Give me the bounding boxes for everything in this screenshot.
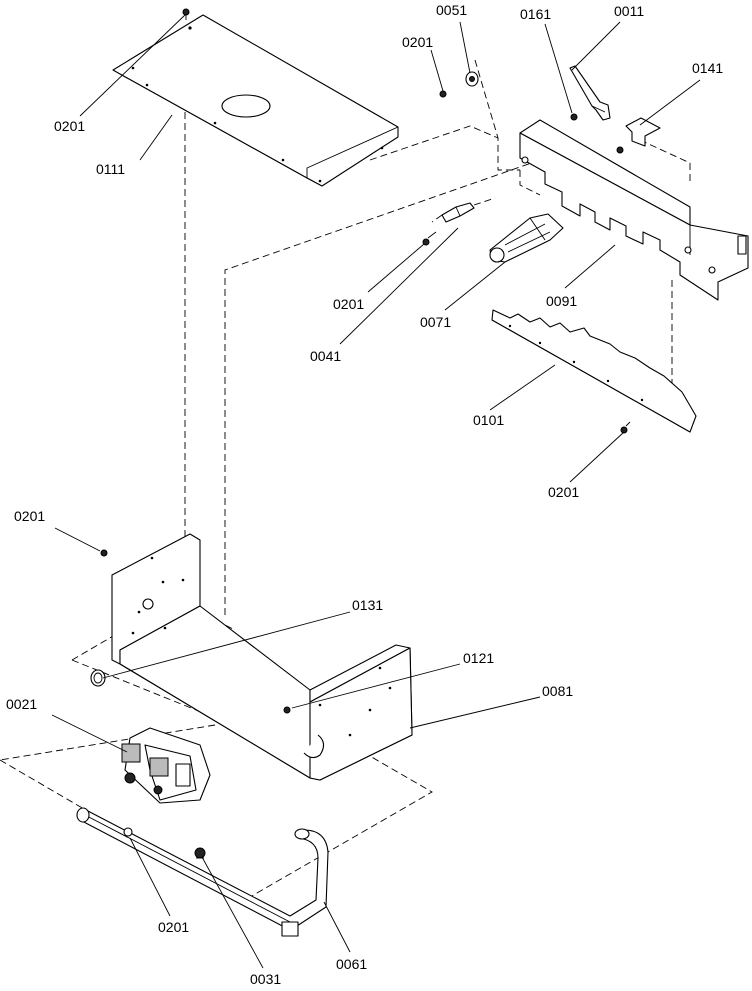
- part-labels: 0201 0111 0201 0051 0161 0011 0141 0201 …: [6, 2, 723, 987]
- screw-0161: [570, 113, 578, 121]
- leader-lines: [51, 13, 701, 969]
- label-0201-bottom: 0201: [158, 919, 189, 935]
- screw-0201-left: [100, 549, 108, 557]
- burner-bracket: [519, 119, 749, 301]
- label-0201-upper-mid: 0201: [402, 34, 433, 50]
- top-cover-panel: [112, 14, 399, 187]
- label-0091: 0091: [546, 293, 577, 309]
- label-0071: 0071: [420, 314, 451, 330]
- label-0201-left: 0201: [14, 508, 45, 524]
- label-0201-top: 0201: [54, 118, 85, 134]
- lower-chassis: [111, 533, 413, 781]
- screw-0201-center: [422, 231, 437, 246]
- bracket-clip-0141: [625, 117, 661, 147]
- label-0161: 0161: [520, 6, 551, 22]
- label-0011: 0011: [614, 3, 644, 19]
- gas-pipe-assembly: [76, 807, 329, 937]
- label-0201-right: 0201: [548, 484, 579, 500]
- label-0111: 0111: [96, 161, 125, 177]
- label-0121: 0121: [463, 650, 494, 666]
- label-0131: 0131: [352, 597, 383, 613]
- igniter-0011: [569, 65, 611, 121]
- grommet-0051: [465, 71, 479, 87]
- screw-top: [182, 8, 190, 20]
- screw-0201-right: [620, 421, 631, 434]
- burner-tube: [489, 213, 564, 263]
- screw-0121: [283, 706, 291, 714]
- label-0031: 0031: [250, 971, 281, 987]
- bracket-plate: [491, 309, 697, 433]
- screw-0141: [616, 146, 624, 154]
- label-0201-center: 0201: [333, 296, 364, 312]
- orifice-fitting: [441, 202, 475, 223]
- label-0051: 0051: [436, 2, 467, 18]
- label-0141: 0141: [692, 60, 723, 76]
- gas-valve: [121, 727, 211, 804]
- label-0081: 0081: [542, 683, 573, 699]
- label-0061: 0061: [336, 956, 367, 972]
- label-0041: 0041: [310, 348, 341, 364]
- label-0021: 0021: [6, 696, 37, 712]
- screw-0201-near-0051: [439, 90, 447, 98]
- label-0101: 0101: [473, 412, 504, 428]
- grommet-0131: [90, 669, 106, 687]
- fitting-0031: [194, 847, 206, 859]
